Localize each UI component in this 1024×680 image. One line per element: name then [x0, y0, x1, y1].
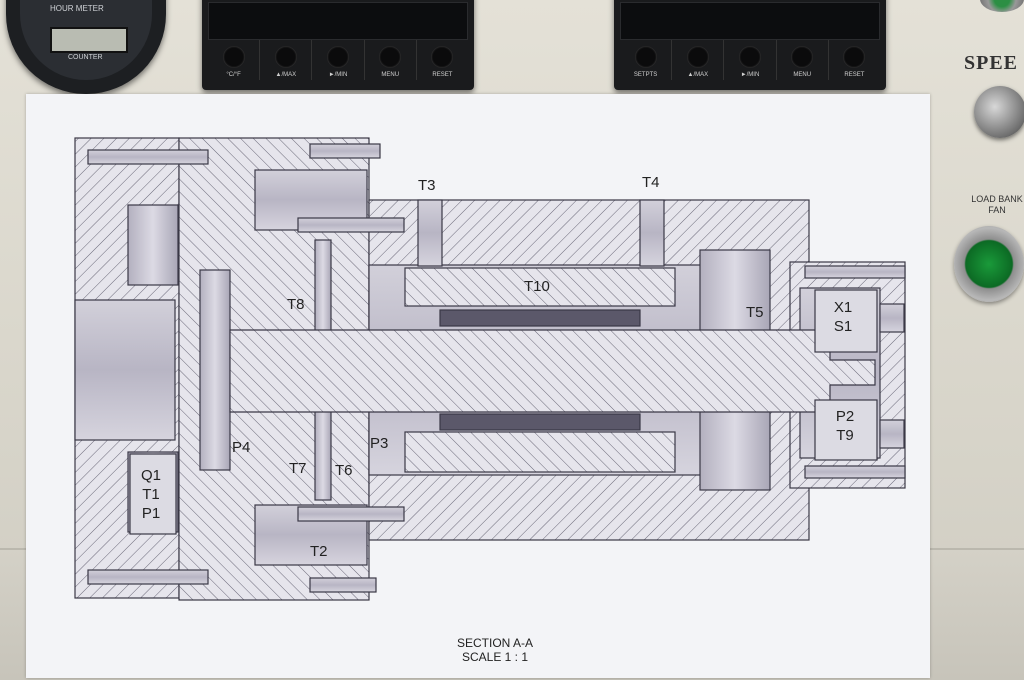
label-t5: T5 — [746, 304, 764, 321]
bolt-upper-flange — [297, 217, 405, 233]
caption-section: SECTION A-A — [456, 636, 533, 650]
bolt-bottom-left — [87, 569, 209, 585]
controller-left-unit-button[interactable]: °C/°F — [208, 40, 259, 80]
controller-right-reset-button[interactable]: RESET — [827, 40, 880, 80]
p2-box — [814, 399, 878, 461]
hour-meter-counter-label: COUNTER — [68, 54, 103, 61]
bolt-right-mid-bottom — [879, 419, 905, 449]
speed-label: SPEE — [964, 52, 1019, 74]
sensor-port-t4 — [639, 199, 665, 267]
hour-meter-display — [50, 27, 128, 53]
label-t6: T6 — [335, 462, 353, 479]
label-p1: P1 — [141, 505, 161, 522]
controller-left-reset-button[interactable]: RESET — [415, 40, 468, 80]
bolt-bottom-flange — [309, 577, 377, 593]
controller-right-max-button[interactable]: ▲/MAX — [671, 40, 723, 80]
label-group-p2-t9: P2 T9 — [828, 407, 862, 445]
rotor-shaft — [229, 329, 876, 413]
label-t1: T1 — [142, 486, 160, 503]
bolt-right-mid-top — [879, 303, 905, 333]
drawing-caption: SECTION A-A SCALE 1 : 1 — [443, 636, 547, 664]
label-group-q1-t1-p1: Q1 T1 P1 — [137, 466, 165, 523]
bolt-top-flange — [309, 143, 381, 159]
label-p2: P2 — [835, 408, 855, 425]
sensor-port-t3 — [417, 199, 443, 267]
temperature-controller-left: °C/°F ▲/MAX ►/MIN MENU RESET — [202, 0, 474, 90]
label-x1: X1 — [833, 299, 853, 316]
label-group-x1-s1: X1 S1 — [828, 298, 858, 336]
controller-left-screen — [208, 2, 468, 40]
label-p3: P3 — [370, 435, 389, 452]
label-t10: T10 — [524, 278, 550, 295]
bolt-top-left — [87, 149, 209, 165]
lower-magnet — [439, 413, 641, 431]
controller-left-min-button[interactable]: ►/MIN — [311, 40, 363, 80]
label-t9: T9 — [836, 427, 854, 444]
bolt-right-bottom — [804, 465, 906, 479]
left-bore — [74, 299, 176, 441]
seal-plate — [199, 269, 231, 471]
upper-magnet — [439, 309, 641, 327]
x1-box — [814, 289, 878, 353]
bolt-lower-flange — [297, 506, 405, 522]
lower-sleeve — [404, 431, 676, 473]
label-t8: T8 — [287, 296, 305, 313]
top-indicator-light — [980, 0, 1024, 12]
controller-left-menu-button[interactable]: MENU — [363, 40, 416, 80]
label-t3: T3 — [418, 177, 436, 194]
controller-left-max-button[interactable]: ▲/MAX — [259, 40, 311, 80]
caption-scale: SCALE 1 : 1 — [461, 650, 529, 664]
load-bank-fan-button[interactable] — [954, 226, 1024, 302]
label-s1: S1 — [833, 318, 853, 335]
label-q1: Q1 — [140, 467, 161, 484]
controller-right-setpts-button[interactable]: SETPTS — [620, 40, 671, 80]
q1-box — [129, 453, 177, 535]
controller-right-menu-button[interactable]: MENU — [775, 40, 828, 80]
controller-right-screen — [620, 2, 880, 40]
hour-meter-gauge: HOUR METER COUNTER — [6, 0, 166, 94]
temperature-controller-right: SETPTS ▲/MAX ►/MIN MENU RESET — [614, 0, 886, 90]
load-bank-fan-label: LOAD BANK FAN — [971, 194, 1023, 215]
label-t2: T2 — [310, 543, 328, 560]
label-t4: T4 — [642, 174, 660, 191]
upper-sleeve — [404, 267, 676, 307]
label-t7: T7 — [289, 460, 307, 477]
controller-right-min-button[interactable]: ►/MIN — [723, 40, 775, 80]
hour-meter-title: HOUR METER — [50, 4, 104, 13]
label-p4: P4 — [232, 439, 251, 456]
left-cavity-top — [127, 204, 179, 286]
bolt-right-top — [804, 265, 906, 279]
speed-knob[interactable] — [974, 86, 1024, 138]
